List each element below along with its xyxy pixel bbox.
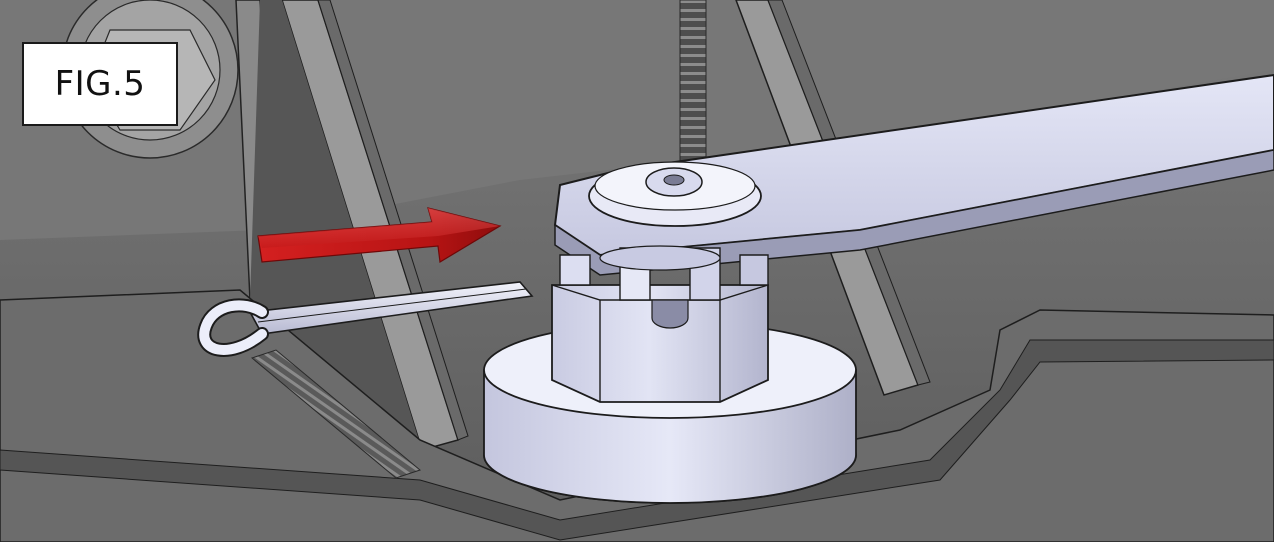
figure-label: FIG.5 [22, 42, 178, 126]
castle-nut [551, 245, 769, 403]
cotter-pin [197, 281, 534, 357]
red-arrow-icon [257, 207, 502, 263]
threaded-rod [679, 0, 707, 176]
threaded-rod-lower [250, 349, 422, 479]
screw-socket [663, 174, 685, 186]
